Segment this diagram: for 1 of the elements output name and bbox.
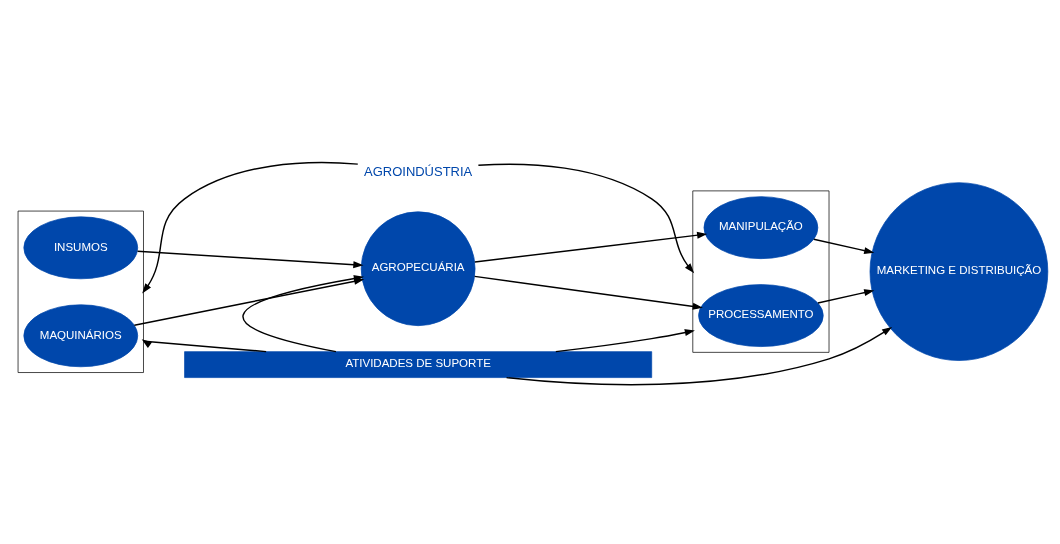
node-text: AGROINDÚSTRIA bbox=[364, 163, 473, 179]
